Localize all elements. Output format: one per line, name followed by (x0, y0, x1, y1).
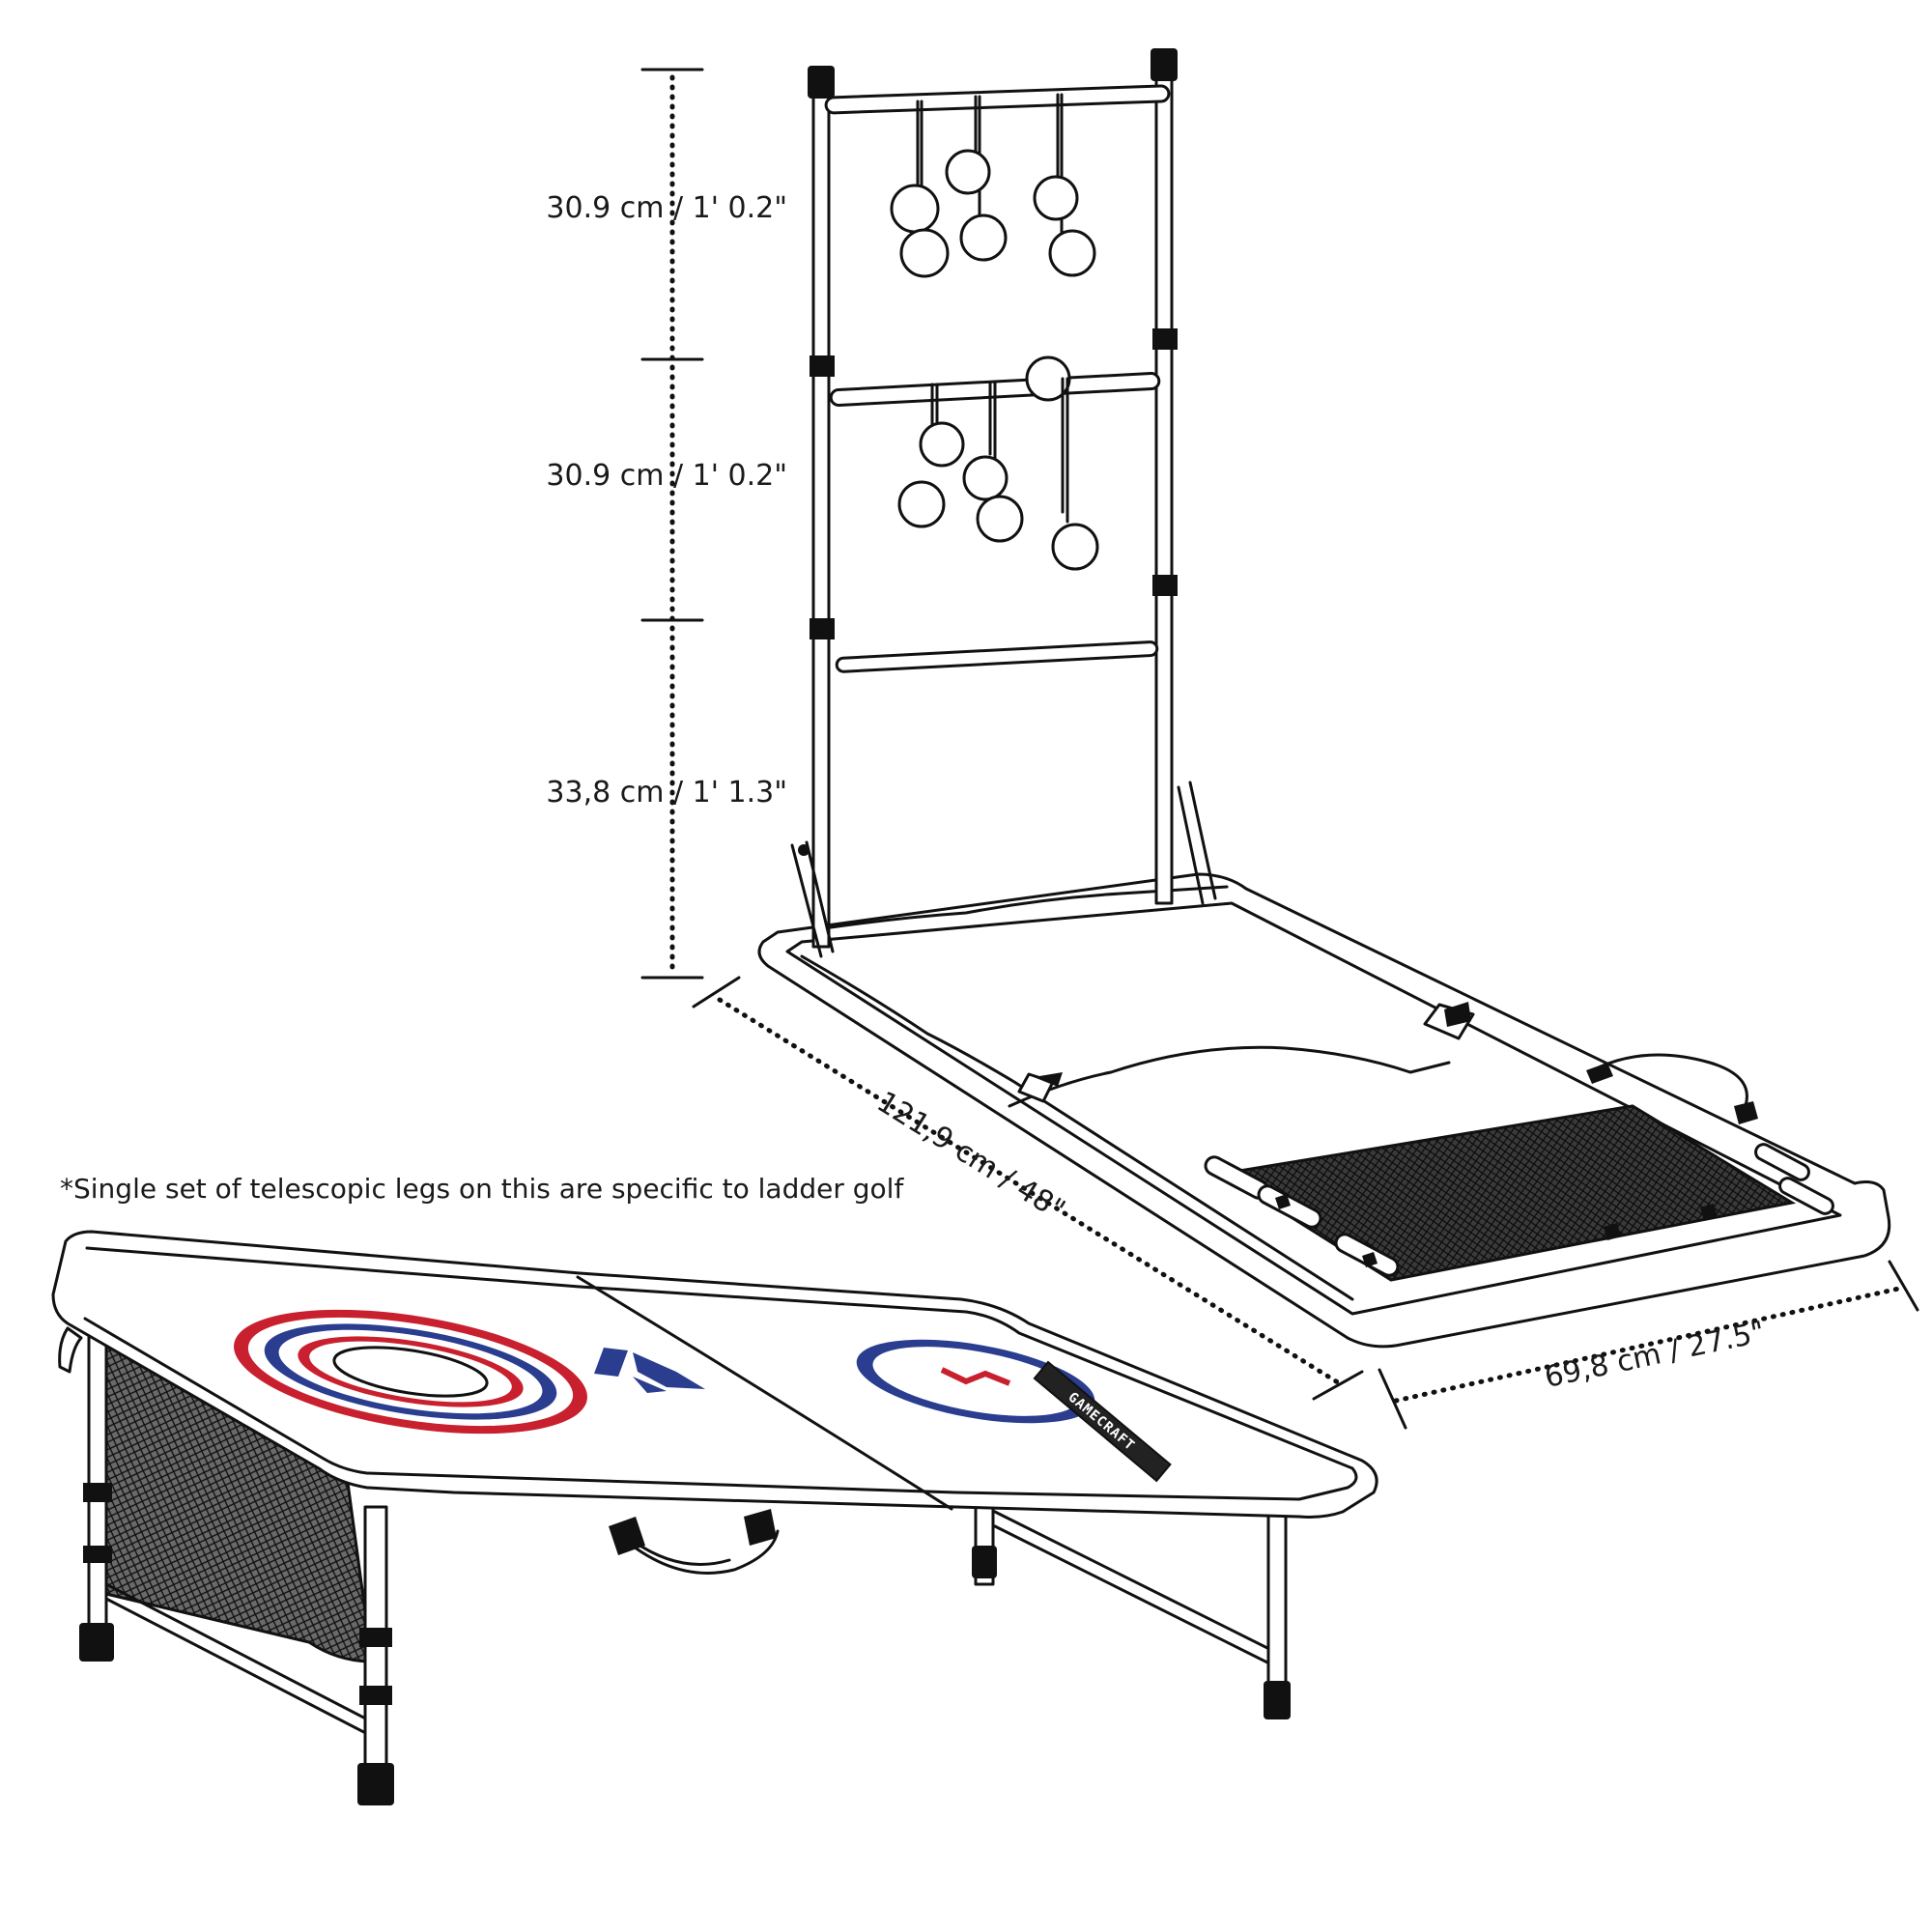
ladder-bottom-rung (835, 640, 1159, 673)
cornhole-hole (332, 1346, 489, 1398)
ladder-golf-unit (757, 48, 1891, 1349)
ladder-top-rung (824, 84, 1171, 115)
ladder-middle-dimension-label: 30.9 cm / 1' 0.2" (546, 459, 787, 493)
board-front-legs (58, 1321, 394, 1805)
carry-handle (609, 1509, 780, 1575)
ladder-right-upright (1151, 48, 1178, 905)
ladder-top-dimension-label: 30.9 cm / 1' 0.2" (546, 191, 787, 225)
width-dimension-label: 69,8 cm / 27.5" (1542, 1315, 1768, 1394)
ladder-height-dimension: 30.9 cm / 1' 0.2" 30.9 cm / 1' 0.2" 33,8… (546, 68, 787, 980)
telescopic-legs-note: *Single set of telescopic legs on this a… (60, 1173, 904, 1205)
board-rings-left (234, 1309, 587, 1435)
board-surface (51, 1230, 1378, 1519)
brand-logo-mark (594, 1348, 705, 1393)
ladder-bottom-dimension-label: 33,8 cm / 1' 1.3" (546, 776, 787, 810)
ladder-left-upright (808, 66, 835, 949)
bolas-top (890, 93, 1096, 278)
cornhole-board: GAMECRAFT (51, 1230, 1378, 1805)
board-rings-right (856, 1339, 1095, 1424)
bolas-middle (897, 355, 1099, 571)
